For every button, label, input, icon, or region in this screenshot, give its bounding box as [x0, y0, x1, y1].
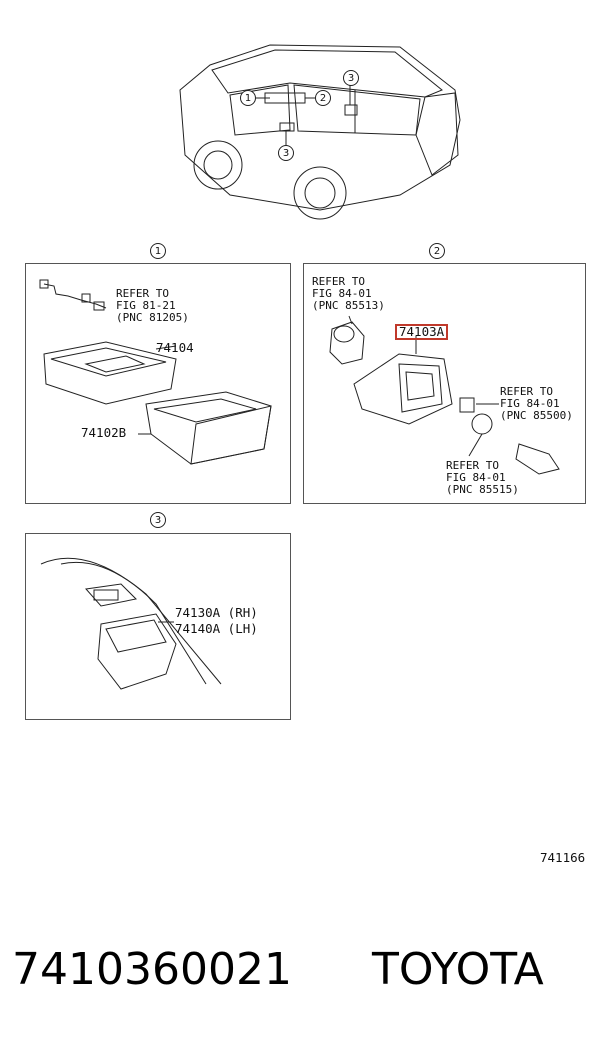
section2-refer-bottom: REFER TO FIG 84-01 (PNC 85515) — [446, 459, 519, 496]
overview-callout-3-bottom[interactable]: 3 — [278, 145, 294, 161]
section3-illustration — [40, 557, 222, 690]
section3-callout[interactable]: 3 — [150, 512, 166, 528]
overview-callout-1[interactable]: 1 — [240, 90, 256, 106]
vehicle-overview: 1 2 3 3 — [170, 35, 470, 235]
part-74103a-highlight[interactable]: 74103A — [395, 324, 449, 340]
section1-refer-text: REFER TO FIG 81-21 (PNC 81205) — [116, 287, 189, 324]
part-74104[interactable]: 74104 — [156, 340, 194, 355]
vehicle-outline — [179, 44, 461, 220]
section2-panel: REFER TO FIG 84-01 (PNC 85513) 74103A RE… — [303, 263, 586, 504]
section3-panel: 74130A (RH) 74140A (LH) — [25, 533, 291, 720]
section2-illustration — [329, 315, 560, 475]
figure-code: 741166 — [540, 850, 586, 865]
section1-panel: REFER TO FIG 81-21 (PNC 81205) 74104 741… — [25, 263, 291, 504]
footer-part-number: 7410360021 — [12, 944, 292, 995]
section1-illustration — [39, 279, 272, 465]
overview-callout-3-top[interactable]: 3 — [343, 70, 359, 86]
part-74102b[interactable]: 74102B — [81, 425, 127, 440]
section1-callout[interactable]: 1 — [150, 243, 166, 259]
section2-callout[interactable]: 2 — [429, 243, 445, 259]
footer-brand: TOYOTA — [372, 944, 544, 995]
part-74130a-rh[interactable]: 74130A (RH) — [175, 605, 258, 620]
part-74140a-lh[interactable]: 74140A (LH) — [175, 621, 258, 636]
overview-callout-2[interactable]: 2 — [315, 90, 331, 106]
section2-refer-right: REFER TO FIG 84-01 (PNC 85500) — [500, 385, 573, 422]
section2-refer-left: REFER TO FIG 84-01 (PNC 85513) — [312, 275, 385, 312]
